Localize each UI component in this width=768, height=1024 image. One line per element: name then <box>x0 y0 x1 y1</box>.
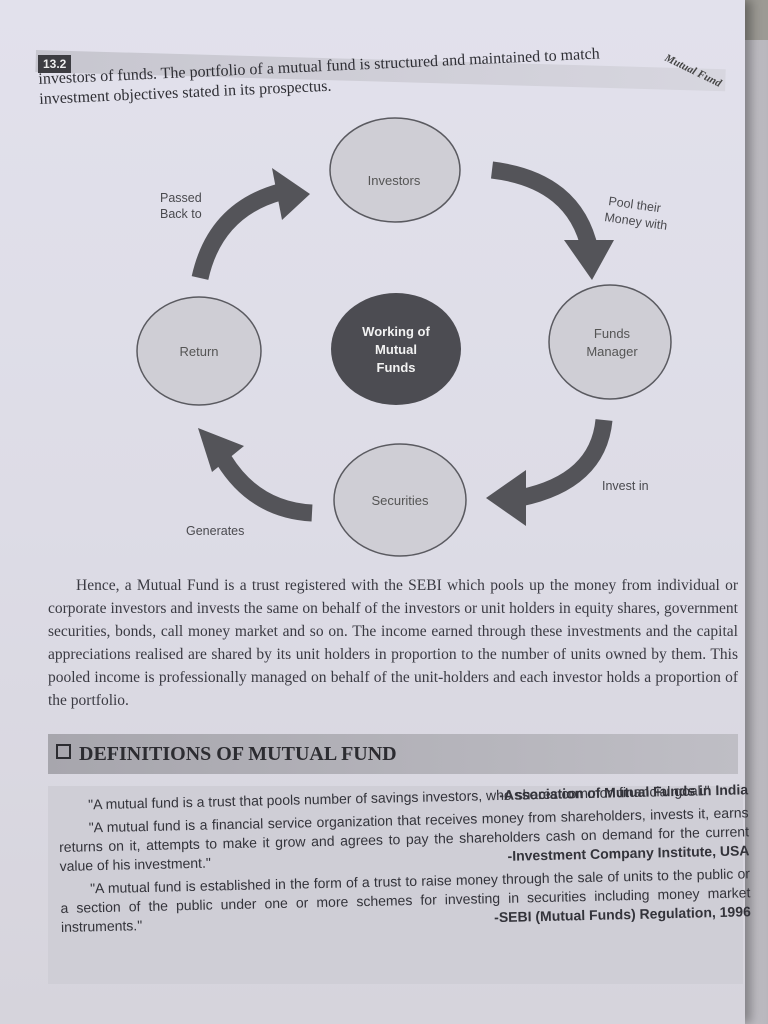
center-label-3: Funds <box>377 360 416 375</box>
passed-label-1: Passed <box>160 191 202 205</box>
page-number: 13.2 <box>38 55 72 73</box>
node-investors: Investors <box>329 117 461 223</box>
arrow-generates <box>198 428 313 522</box>
definitions-list: "A mutual fund is a trust that pools num… <box>58 780 751 941</box>
center-label-1: Working of <box>362 324 430 339</box>
funds-manager-label-1: Funds <box>594 326 631 341</box>
definitions-heading-bar <box>48 734 738 774</box>
checkbox-bullet-icon <box>56 744 71 759</box>
return-label: Return <box>179 344 218 359</box>
definition-item: "A mutual fund is a financial service or… <box>59 803 750 876</box>
mutual-fund-cycle-diagram: Investors Funds Manager Securities Retur… <box>136 117 672 557</box>
body-paragraph-block: Hence, a Mutual Fund is a trust register… <box>48 574 738 712</box>
invest-label: Invest in <box>602 479 649 493</box>
definition-item: "A mutual fund is established in the for… <box>60 864 751 937</box>
node-center: Working of Mutual Funds <box>331 293 461 405</box>
arrow-invest <box>486 418 613 526</box>
book-page: 13.2 Mutual Fund investors of funds. The… <box>0 0 751 1024</box>
definitions-box <box>48 786 743 984</box>
node-funds-manager: Funds Manager <box>548 284 672 400</box>
definitions-title: DEFINITIONS OF MUTUAL FUND <box>79 743 397 765</box>
passed-label-2: Back to <box>160 207 202 221</box>
investors-label: Investors <box>368 173 421 188</box>
node-return: Return <box>136 296 262 406</box>
body-paragraph: Hence, a Mutual Fund is a trust register… <box>48 577 738 709</box>
node-securities: Securities <box>333 443 467 557</box>
intro-text: investors of funds. The portfolio of a m… <box>38 38 739 110</box>
arrow-pool <box>490 161 614 280</box>
arrow-passed-back <box>191 168 310 281</box>
securities-label: Securities <box>371 493 429 508</box>
definitions-heading: DEFINITIONS OF MUTUAL FUND <box>56 743 397 766</box>
center-label-2: Mutual <box>375 342 417 357</box>
generates-label: Generates <box>186 524 244 538</box>
funds-manager-label-2: Manager <box>586 344 638 359</box>
